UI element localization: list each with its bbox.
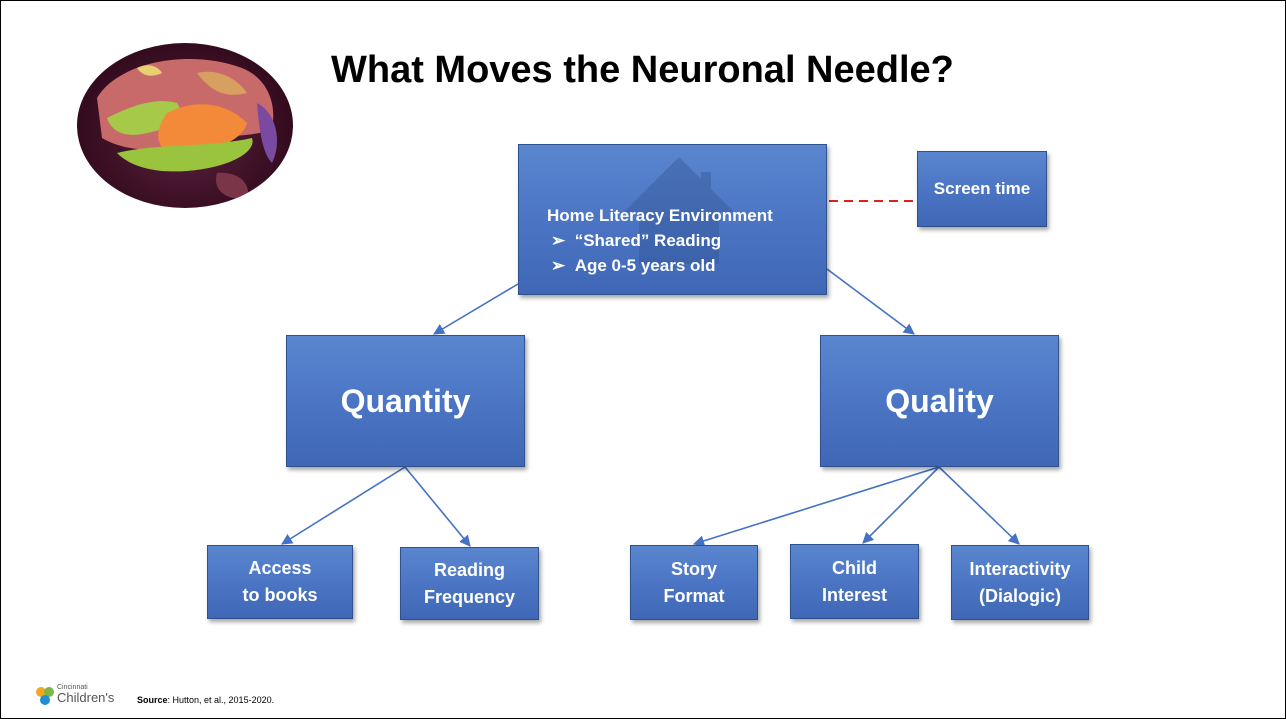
- bullet-arrow-icon: ➢: [551, 256, 566, 275]
- house-icon: [624, 157, 734, 264]
- source-citation: Source: Hutton, et al., 2015-2020.: [137, 695, 275, 705]
- arrow-quantity-to-access: [281, 466, 406, 545]
- cincinnati-childrens-logo: [36, 687, 54, 705]
- screen-time-box: Screen time: [917, 151, 1047, 227]
- screen-time-label: Screen time: [933, 179, 1031, 198]
- home-literacy-heading: Home Literacy Environment: [547, 206, 773, 225]
- home-literacy-box: Home Literacy Environment ➢ “Shared” Rea…: [518, 144, 827, 295]
- quantity-box: Quantity: [286, 335, 525, 467]
- arrow-quality-to-story: [692, 466, 940, 547]
- bullet-age-range: ➢ Age 0-5 years old: [551, 256, 716, 275]
- quantity-label: Quantity: [340, 382, 471, 419]
- arrow-quality-to-interactivity: [938, 466, 1020, 545]
- interactivity-box: Interactivity(Dialogic): [951, 545, 1089, 620]
- arrow-home-to-quantity: [433, 283, 519, 335]
- bullet-arrow-icon: ➢: [551, 231, 566, 250]
- arrow-quantity-to-frequency: [404, 466, 471, 547]
- quality-box: Quality: [820, 335, 1059, 467]
- home-literacy-text: Home Literacy Environment ➢ “Shared” Rea…: [547, 203, 773, 278]
- brain-image: [77, 43, 293, 208]
- page-title: What Moves the Neuronal Needle?: [331, 49, 954, 91]
- arrow-quality-to-interest: [862, 466, 940, 544]
- quality-label: Quality: [885, 382, 994, 419]
- logo-wordmark: Cincinnati Children's: [57, 684, 115, 705]
- arrow-home-to-quality: [826, 268, 915, 335]
- bullet-shared-reading: ➢ “Shared” Reading: [551, 231, 722, 250]
